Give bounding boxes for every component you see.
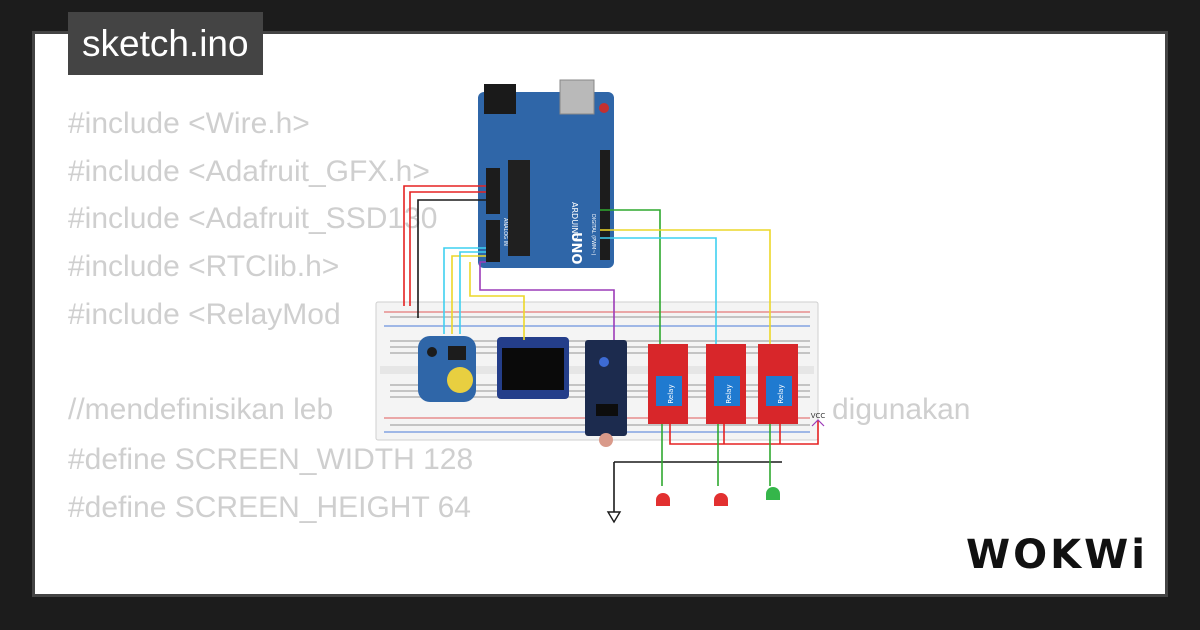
oled-display[interactable]: [497, 337, 569, 399]
analog-header: [486, 220, 500, 262]
code-line-7: //mendefinisikan leb: [68, 393, 334, 426]
arduino-brand-text: ARDUINO: [570, 202, 579, 240]
relay-module-1[interactable]: Relay: [648, 344, 688, 424]
code-line-1: #include <Wire.h>: [68, 107, 310, 140]
relay-3-label: Relay: [777, 384, 785, 403]
usb-port: [559, 79, 595, 115]
arduino-digital-label: DIGITAL (PWM~): [590, 214, 596, 256]
wires: [403, 185, 819, 512]
code-fragment-right: digunakan: [832, 393, 971, 426]
reset-button[interactable]: [599, 103, 609, 113]
arduino-uno-board[interactable]: ARDUINO UNO DIGITAL (PWM~) ANALOG IN: [478, 79, 614, 268]
ground-symbol-icon: [606, 511, 622, 524]
relay-2-label: Relay: [725, 384, 733, 403]
file-tab[interactable]: sketch.ino: [68, 12, 263, 75]
rtc-module[interactable]: [418, 336, 476, 402]
relay-1-label: Relay: [667, 384, 675, 403]
led-red-1[interactable]: [656, 493, 670, 506]
coin-cell-battery: [447, 367, 473, 393]
digital-header: [600, 150, 610, 260]
relay-module-3[interactable]: Relay: [758, 344, 798, 424]
code-line-4: #include <RTClib.h>: [68, 250, 340, 283]
code-line-2: #include <Adafruit_GFX.h>: [68, 155, 430, 188]
power-jack: [484, 84, 516, 114]
light-sensor-module[interactable]: [585, 340, 627, 447]
code-line-3: #include <Adafruit_SSD130: [68, 202, 438, 235]
photoresistor: [599, 433, 613, 447]
code-line-5: #include <RelayMod: [68, 298, 341, 331]
vcc-symbol-icon: VCC: [811, 412, 826, 427]
code-line-8: #define SCREEN_WIDTH 128: [68, 443, 474, 476]
arduino-model-text: UNO: [568, 232, 583, 265]
relay-module-2[interactable]: Relay: [706, 344, 746, 424]
vcc-label: VCC: [811, 412, 826, 420]
microcontroller-chip: [508, 160, 530, 256]
arduino-analog-label: ANALOG IN: [502, 218, 508, 246]
led-green[interactable]: [766, 487, 780, 500]
code-line-9: #define SCREEN_HEIGHT 64: [68, 491, 471, 524]
wokwi-logo: WOKWi: [966, 532, 1148, 578]
led-red-2[interactable]: [714, 493, 728, 506]
oled-screen: [502, 348, 564, 390]
power-header: [486, 168, 500, 214]
